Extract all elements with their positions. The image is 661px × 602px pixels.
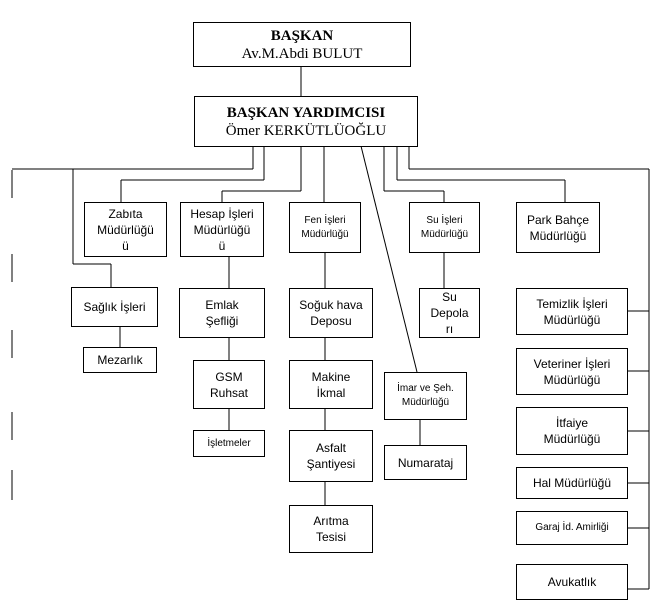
unit-temizlik: Temizlik İşleri Müdürlüğü [516, 288, 628, 335]
unit-makine: Makine İkmal [289, 360, 373, 409]
unit-aritma: Arıtma Tesisi [289, 505, 373, 553]
unit-su-depolari: Su Depola rı [419, 288, 480, 338]
unit-imar: İmar ve Şeh. Müdürlüğü [384, 372, 467, 420]
unit-itfaiye: İtfaiye Müdürlüğü [516, 407, 628, 455]
unit-fen: Fen İşleri Müdürlüğü [289, 202, 361, 253]
mayor-title: BAŞKAN [270, 27, 334, 44]
unit-mezarlik: Mezarlık [83, 347, 157, 373]
unit-hesap: Hesap İşleri Müdürlüğü ü [180, 202, 264, 257]
unit-hal: Hal Müdürlüğü [516, 467, 628, 499]
connector [360, 145, 418, 373]
unit-avukatlik: Avukatlık [516, 564, 628, 600]
unit-isletmeler: İşletmeler [193, 430, 265, 457]
unit-saglik: Sağlık İşleri [71, 287, 158, 327]
unit-zabita: Zabıta Müdürlüğü ü [84, 202, 167, 257]
deputy-mayor-name: Ömer KERKÜTLÜOĞLU [225, 122, 387, 139]
unit-su: Su İşleri Müdürlüğü [409, 202, 480, 253]
unit-soguk-hava: Soğuk hava Deposu [289, 288, 373, 338]
mayor-box: BAŞKAN Av.M.Abdi BULUT [193, 22, 411, 67]
unit-veteriner: Veteriner İşleri Müdürlüğü [516, 348, 628, 395]
unit-emlak: Emlak Şefliği [179, 288, 265, 338]
unit-asfalt: Asfalt Şantiyesi [289, 430, 373, 482]
unit-numarataj: Numarataj [384, 445, 467, 480]
unit-gsm: GSM Ruhsat [193, 360, 265, 409]
unit-park-bahce: Park Bahçe Müdürlüğü [516, 202, 600, 253]
mayor-name: Av.M.Abdi BULUT [241, 45, 363, 62]
unit-garaj: Garaj İd. Amirliği [516, 511, 628, 545]
deputy-mayor-box: BAŞKAN YARDIMCISI Ömer KERKÜTLÜOĞLU [194, 96, 418, 147]
deputy-mayor-title: BAŞKAN YARDIMCISI [226, 104, 386, 121]
